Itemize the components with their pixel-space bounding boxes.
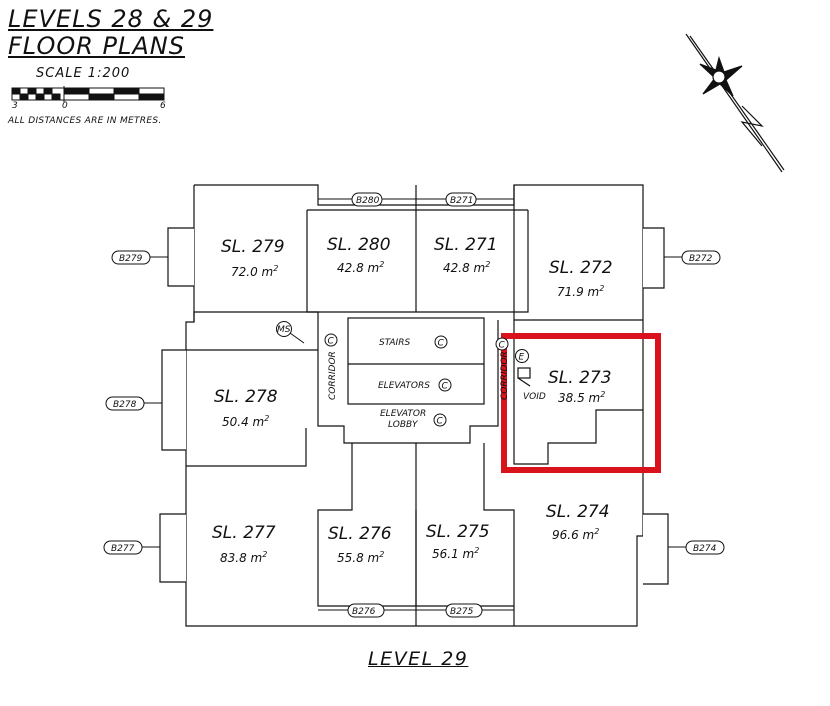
elevators-label: ELEVATORS bbox=[378, 381, 430, 391]
balcony-b274-text: B274 bbox=[693, 544, 717, 554]
common-c-marker bbox=[438, 378, 452, 392]
lot-278-area: 50.4 m2 bbox=[222, 414, 269, 429]
lot-279-area: 72.0 m2 bbox=[231, 264, 278, 279]
lot-273-area: 38.5 m2 bbox=[558, 390, 605, 405]
corridor-left-label: CORRIDOR bbox=[328, 351, 338, 400]
lot-277-area: 83.8 m2 bbox=[220, 550, 267, 565]
ms-text: MS bbox=[277, 325, 291, 335]
lot-275-name: SL. 275 bbox=[426, 522, 490, 542]
common-c-text: C bbox=[499, 341, 506, 351]
corridor-right-label: CORRIDOR bbox=[500, 351, 510, 400]
building-outline bbox=[185, 184, 644, 627]
common-c-text: C bbox=[328, 337, 335, 347]
scale-tick-left: 3 bbox=[12, 101, 18, 111]
common-c-marker bbox=[434, 335, 448, 349]
lot-280-area: 42.8 m2 bbox=[337, 260, 384, 275]
easement-text: E bbox=[519, 353, 525, 363]
balcony-b278-text: B278 bbox=[113, 400, 137, 410]
lot-277-name: SL. 277 bbox=[212, 523, 276, 543]
balcony-tabs bbox=[159, 227, 669, 585]
lobby-label-line-1: ELEVATOR bbox=[380, 409, 426, 419]
balcony-b280-text: B280 bbox=[356, 196, 380, 206]
common-c-marker bbox=[495, 337, 509, 351]
lot-274-area: 96.6 m2 bbox=[552, 527, 599, 542]
scale-tick-mid: 0 bbox=[62, 101, 68, 111]
balcony-b279-text: B279 bbox=[119, 254, 143, 264]
common-c-marker bbox=[433, 413, 447, 427]
lot-272-area: 71.9 m2 bbox=[557, 284, 604, 299]
scale-label: SCALE 1:200 bbox=[36, 66, 131, 81]
void-label: VOID bbox=[523, 392, 546, 402]
north-arrow-icon bbox=[685, 33, 785, 173]
common-c-text: C bbox=[442, 382, 449, 392]
balcony-b275-text: B275 bbox=[450, 607, 474, 617]
lot-278-name: SL. 278 bbox=[214, 387, 278, 407]
distance-note: ALL DISTANCES ARE IN METRES. bbox=[8, 116, 162, 126]
stairs-label: STAIRS bbox=[379, 338, 410, 348]
lot-271-name: SL. 271 bbox=[434, 235, 498, 255]
lot-279-name: SL. 279 bbox=[221, 237, 285, 257]
scale-bar bbox=[11, 86, 165, 102]
lot-273-name: SL. 273 bbox=[548, 368, 612, 388]
balcony-b276-text: B276 bbox=[352, 607, 376, 617]
lot-276-name: SL. 276 bbox=[328, 524, 392, 544]
ms-marker bbox=[276, 321, 292, 337]
lot-271-area: 42.8 m2 bbox=[443, 260, 490, 275]
common-c-marker bbox=[324, 333, 338, 347]
balcony-b271-text: B271 bbox=[450, 196, 473, 206]
lot-276-area: 55.8 m2 bbox=[337, 550, 384, 565]
lobby-label-line-2: LOBBY bbox=[388, 420, 419, 430]
lot-280-name: SL. 280 bbox=[327, 235, 391, 255]
common-c-text: C bbox=[437, 417, 444, 427]
balcony-b277-text: B277 bbox=[111, 544, 135, 554]
selected-lot-highlight bbox=[501, 333, 661, 473]
easement-marker bbox=[515, 349, 529, 363]
lot-275-area: 56.1 m2 bbox=[432, 546, 479, 561]
balcony-b272-text: B272 bbox=[689, 254, 713, 264]
plan-title-line-2: FLOOR PLANS bbox=[8, 32, 185, 60]
common-c-text: C bbox=[438, 339, 445, 349]
level-label: LEVEL 29 bbox=[368, 648, 469, 670]
scale-tick-right: 6 bbox=[160, 101, 166, 111]
plan-title-line-1: LEVELS 28 & 29 bbox=[8, 5, 214, 33]
ms-leader bbox=[289, 332, 305, 344]
lot-272-name: SL. 272 bbox=[549, 258, 613, 278]
lot-274-name: SL. 274 bbox=[546, 502, 610, 522]
